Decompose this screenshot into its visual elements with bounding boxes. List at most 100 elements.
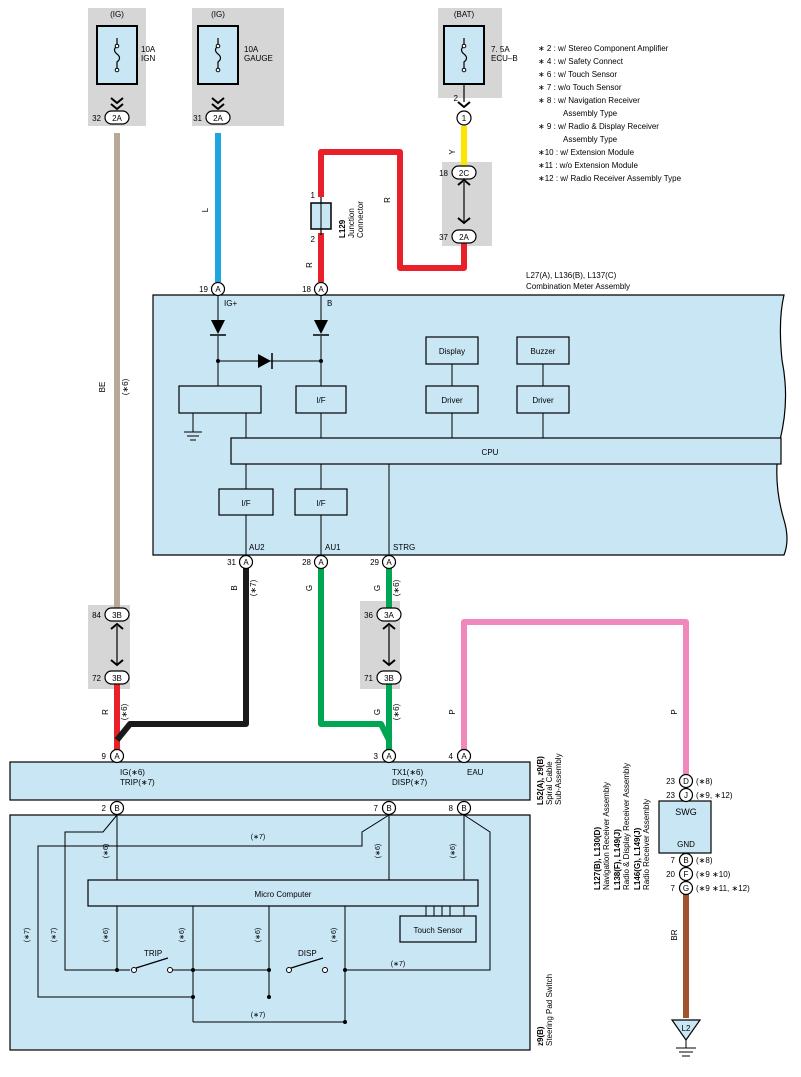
connector-meter-31: A 31	[227, 554, 254, 570]
wire-label-br: BR	[670, 929, 679, 940]
receiver-swg: SWG	[675, 807, 697, 817]
junction-dot	[319, 359, 323, 363]
junction-dot	[216, 359, 220, 363]
svg-text:32: 32	[92, 114, 101, 123]
connector-spiral-b8: B 8	[449, 800, 472, 816]
svg-text:A: A	[215, 285, 221, 294]
pad-cond-label: (∗6)	[450, 844, 457, 858]
fuse-ecub-rating: 7. 5A	[491, 45, 510, 54]
wire-label-r-upper: R	[383, 197, 392, 203]
micro-computer-label: Micro Computer	[255, 890, 312, 899]
wire-g-au1	[318, 568, 392, 742]
display-label: Display	[439, 347, 465, 356]
wire-label-r-ig: R	[101, 709, 110, 715]
svg-text:2C: 2C	[459, 169, 469, 178]
connector-receiver-f: F 20 (∗9 ∗10)	[666, 866, 731, 882]
svg-text:18: 18	[302, 285, 311, 294]
spiral-tx16: TX1(∗6)	[392, 768, 423, 777]
svg-text:19: 19	[199, 285, 208, 294]
spiral-name-1: Spiral Cable	[545, 761, 554, 805]
touch-sensor-block	[399, 915, 477, 943]
svg-text:3B: 3B	[112, 611, 122, 620]
diode-b	[313, 320, 329, 336]
svg-text:3: 3	[374, 752, 379, 761]
svg-text:8: 8	[449, 804, 454, 813]
svg-text:7: 7	[374, 804, 379, 813]
svg-text:(∗9 ∗11, ∗12): (∗9 ∗11, ∗12)	[696, 884, 750, 893]
pad-cond-label: (∗6)	[103, 844, 110, 858]
wire-cond-r-ig: (∗6)	[120, 703, 129, 720]
wire-label-y: Y	[448, 149, 457, 155]
svg-text:A: A	[386, 752, 392, 761]
fuse-ign	[96, 25, 138, 85]
spiral-cable-box	[9, 761, 531, 801]
wire-cond-g-strg: (∗6)	[392, 579, 401, 596]
connector-meter-28: A 28	[302, 554, 329, 570]
pad-name: Steering Pad Switch	[545, 974, 554, 1046]
svg-text:A: A	[318, 285, 324, 294]
svg-text:B: B	[461, 804, 466, 813]
svg-text:(∗8): (∗8)	[696, 856, 713, 865]
svg-text:36: 36	[364, 611, 373, 620]
svg-text:3B: 3B	[112, 674, 122, 683]
note-item: ∗ 7 : w/o Touch Sensor	[538, 83, 622, 92]
svg-text:31: 31	[227, 558, 236, 567]
display-driver-block	[425, 385, 479, 414]
wire-cond-be: (∗6)	[121, 378, 130, 395]
note-item: ∗10 : w/ Extension Module	[538, 148, 635, 157]
svg-text:31: 31	[193, 114, 202, 123]
fuse-gauge-source: (IG)	[211, 10, 225, 19]
wire-cond-g-lower: (∗6)	[392, 703, 401, 720]
svg-text:9: 9	[102, 752, 107, 761]
svg-text:D: D	[683, 777, 689, 786]
wire-label-g-strg: G	[373, 585, 382, 591]
svg-text:7: 7	[671, 884, 676, 893]
fuse-ign-source: (IG)	[110, 10, 124, 19]
connector-meter-18: A 18	[302, 281, 329, 297]
spiral-name-2: Sub-Assembly	[554, 753, 563, 805]
pad-cond-label: (∗6)	[255, 928, 262, 942]
meter-power-block	[178, 385, 262, 414]
wire-label-r-lower: R	[305, 262, 314, 268]
meter-ids: L27(A), L136(B), L137(C)	[526, 271, 617, 280]
pad-junction-dots	[115, 968, 347, 1024]
spiral-ids: L52(A), z9(B)	[536, 756, 545, 805]
trip-label: TRIP	[144, 949, 162, 958]
buzzer-block	[516, 336, 570, 365]
spiral-eau: EAU	[467, 768, 484, 777]
connector-spiral-4: A 4	[449, 748, 472, 764]
junction-id: L129	[338, 219, 347, 238]
svg-text:A: A	[114, 752, 120, 761]
diode-cross	[258, 353, 273, 369]
connector-spiral-b2: B 2	[102, 800, 125, 816]
connector-meter-19: A 19	[199, 281, 226, 297]
connector-receiver-b: B 7 (∗8)	[671, 852, 713, 868]
cpu-label: CPU	[482, 448, 499, 457]
note-item: ∗11 : w/o Extension Module	[538, 161, 638, 170]
svg-text:71: 71	[364, 674, 373, 683]
meter-internal-lines	[184, 296, 544, 556]
svg-text:23: 23	[666, 777, 675, 786]
svg-text:2: 2	[454, 94, 459, 103]
cpu-block	[230, 437, 782, 465]
note-item: ∗ 8 : w/ Navigation Receiver	[538, 96, 640, 105]
svg-text:B: B	[386, 804, 391, 813]
wire-label-g-lower: G	[373, 709, 382, 715]
receiver-ids-1: L127(B), L130(D)	[593, 827, 602, 890]
receiver-name-2: Radio & Display Receiver Assembly	[622, 763, 631, 890]
svg-text:3A: 3A	[384, 611, 394, 620]
pad-cond-label: (∗6)	[375, 844, 382, 858]
note-item: Assembly Type	[563, 109, 618, 118]
svg-text:37: 37	[439, 233, 448, 242]
fuse-gauge	[197, 25, 239, 85]
fuse-ecub	[443, 25, 485, 85]
note-item: ∗ 4 : w/ Safety Connect	[538, 57, 624, 66]
svg-text:B: B	[114, 804, 119, 813]
pad-cond-label: (∗7)	[251, 1012, 265, 1019]
svg-text:20: 20	[666, 870, 675, 879]
wire-label-b: B	[230, 585, 239, 590]
fuse-gauge-rating: 10A	[244, 45, 259, 54]
pad-id: z9(B)	[536, 1026, 545, 1046]
connector-spiral-b7: B 7	[374, 800, 397, 816]
